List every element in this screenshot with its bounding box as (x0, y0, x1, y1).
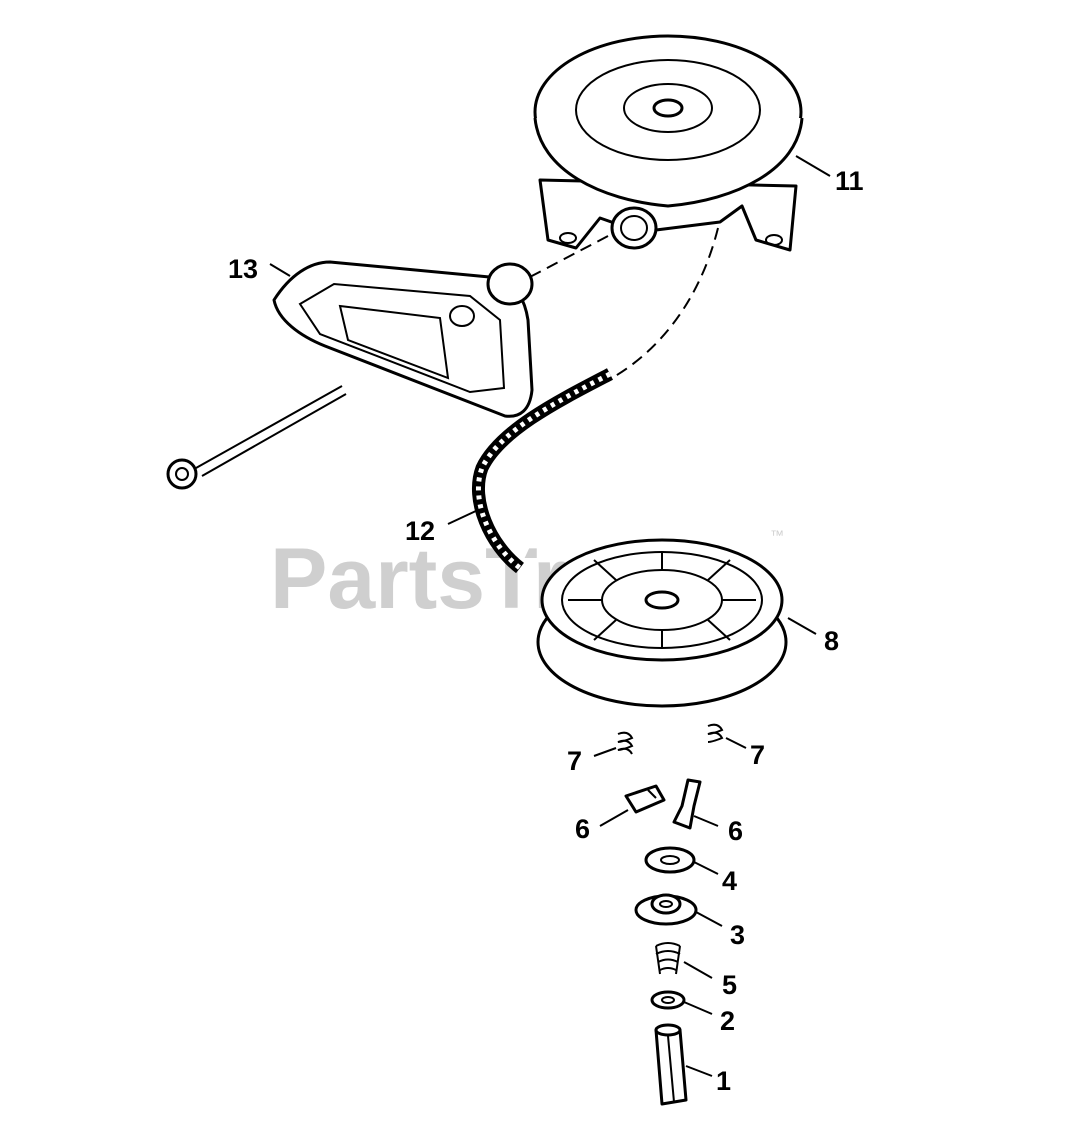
callout-7-right: 7 (750, 740, 765, 770)
callout-8: 8 (824, 626, 839, 656)
handle (272, 260, 534, 418)
pawl-right (672, 778, 702, 830)
retainer (634, 893, 698, 926)
spring-left (617, 731, 634, 755)
callout-4: 4 (722, 866, 737, 896)
assembly-lines (527, 227, 719, 379)
callout-1: 1 (716, 1066, 731, 1096)
rope-end (166, 385, 347, 490)
spring-right (707, 723, 724, 743)
watermark-trademark: ™ (770, 527, 784, 543)
pulley (536, 538, 788, 708)
spring-center (655, 942, 681, 975)
callouts: 11 13 12 8 7 7 6 6 4 3 5 2 1 (228, 166, 864, 1096)
callout-12: 12 (405, 516, 435, 546)
pin (654, 1023, 688, 1106)
leader-lines (269, 155, 831, 1077)
callout-11: 11 (835, 166, 864, 196)
pawl-left (624, 784, 666, 814)
rope (472, 368, 613, 574)
callout-6-right: 6 (728, 816, 743, 846)
callout-2: 2 (720, 1006, 735, 1036)
starter-housing (533, 34, 804, 252)
callout-3: 3 (730, 920, 745, 950)
callout-6-left: 6 (575, 814, 590, 844)
washer-lower (650, 990, 686, 1010)
callout-13: 13 (228, 254, 258, 284)
callout-7-left: 7 (567, 746, 582, 776)
callout-5: 5 (722, 970, 737, 1000)
washer-upper (644, 846, 696, 874)
